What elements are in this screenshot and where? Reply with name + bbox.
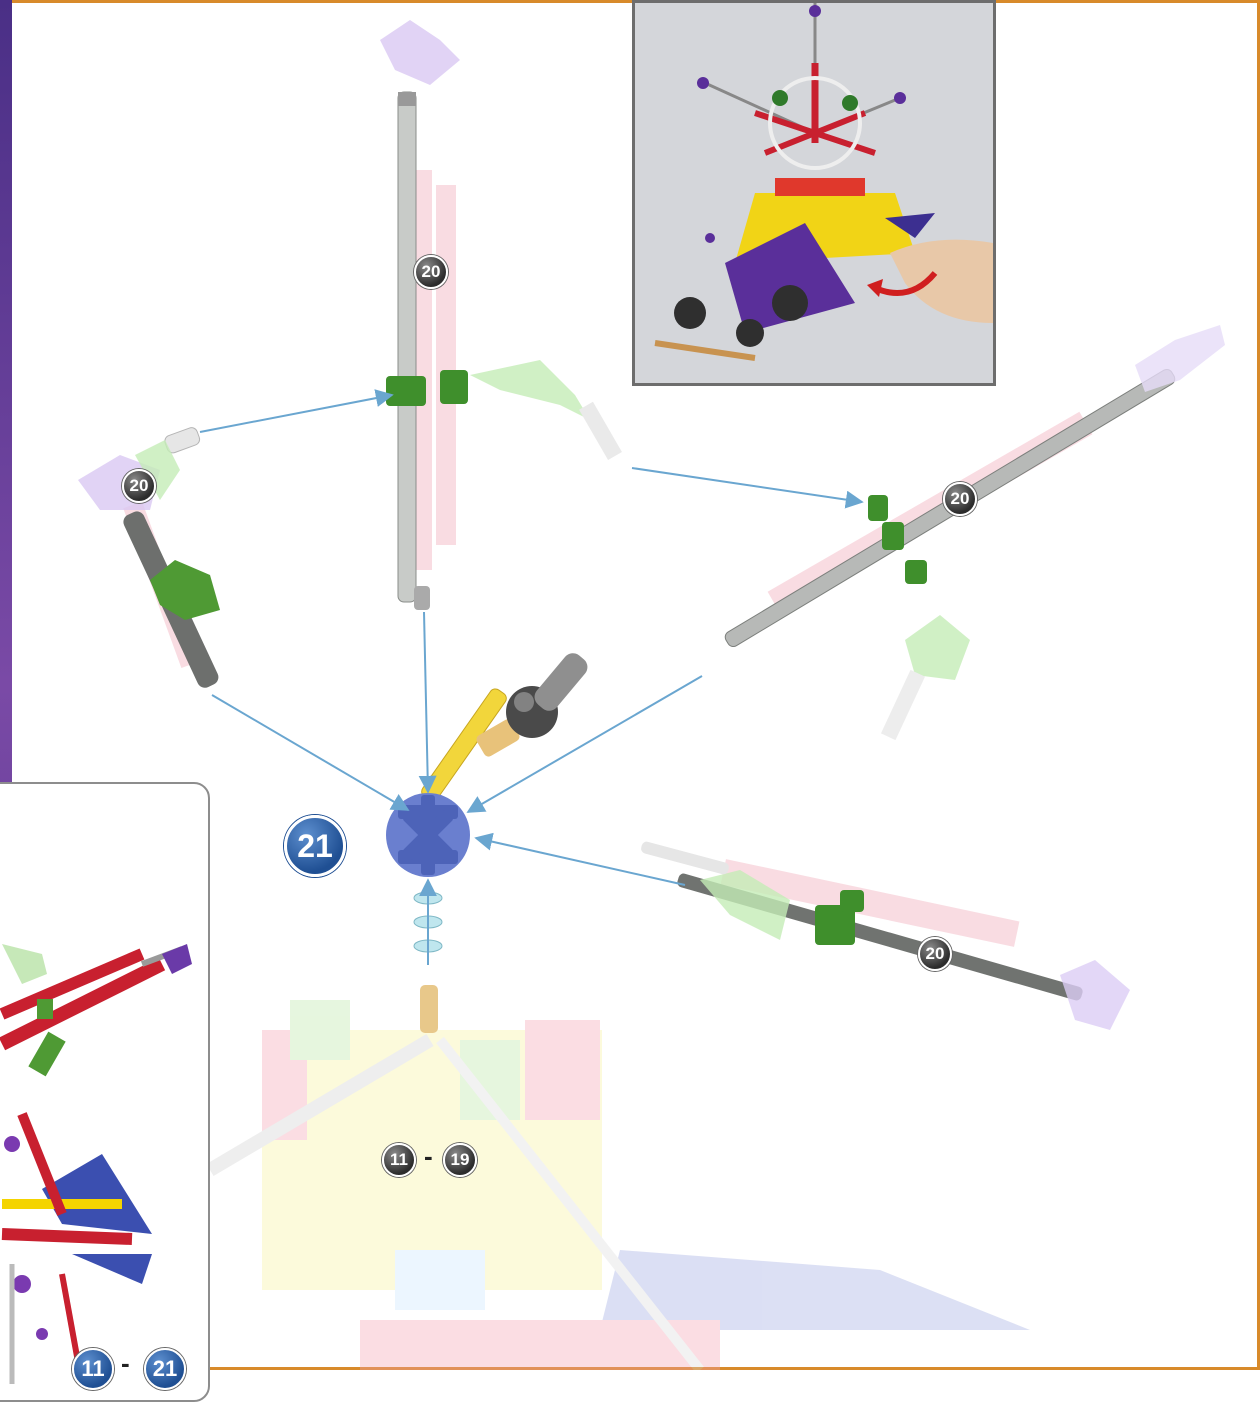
photo-inset xyxy=(632,0,996,386)
assembly-diagram xyxy=(78,20,1225,1370)
previous-steps-panel xyxy=(0,782,210,1402)
left-rod-assembly xyxy=(78,427,220,688)
part-callout-left-rod: 20 xyxy=(122,469,156,503)
right-rod-assembly xyxy=(724,325,1225,741)
faded-base-model xyxy=(206,1000,1030,1370)
reference-step-from: 11 xyxy=(382,1143,416,1177)
prev-panel-step-separator: - xyxy=(121,1348,130,1378)
step-number-badge: 21 xyxy=(284,815,346,877)
part-callout-lower-rod: 20 xyxy=(918,937,952,971)
prev-panel-step-from: 11 xyxy=(72,1348,114,1390)
top-rod-assembly xyxy=(380,20,622,610)
rotate-arrow-icon xyxy=(867,279,883,297)
model-photo xyxy=(635,3,993,383)
prev-panel-step-to: 21 xyxy=(144,1348,186,1390)
reference-step-separator: - xyxy=(424,1141,433,1171)
previous-model-illustration xyxy=(0,944,192,1385)
reference-step-to: 19 xyxy=(443,1143,477,1177)
assembly-arrows xyxy=(199,389,864,965)
part-callout-right-rod: 20 xyxy=(943,482,977,516)
center-hub-assembly xyxy=(386,653,588,1033)
part-callout-top-rod: 20 xyxy=(414,255,448,289)
lower-right-rod-assembly xyxy=(641,841,1130,1030)
